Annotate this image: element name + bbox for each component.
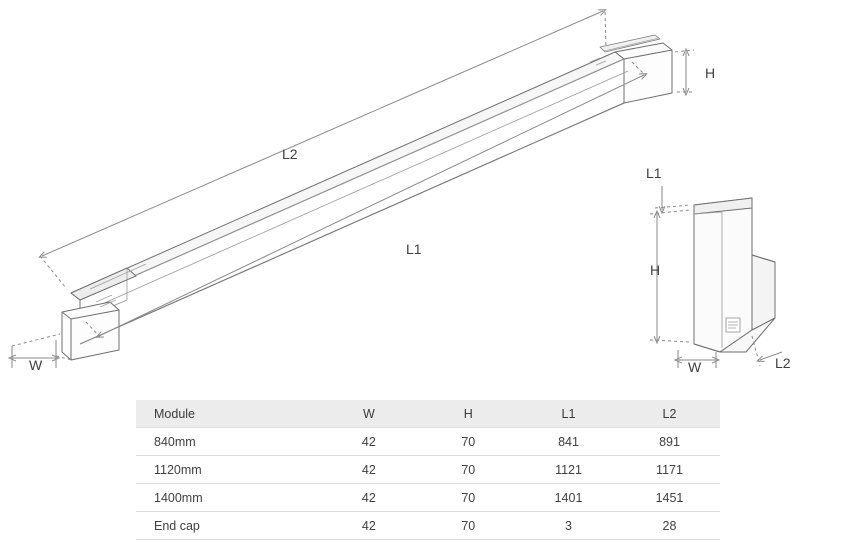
cell-module: 1400mm bbox=[136, 483, 320, 512]
cell-h: 70 bbox=[418, 483, 519, 512]
label-side-h: H bbox=[650, 262, 661, 278]
cell-h: 70 bbox=[418, 455, 519, 484]
main-dimensions bbox=[12, 11, 695, 368]
cell-l1: 1401 bbox=[518, 483, 619, 512]
end-cap-view bbox=[693, 197, 776, 353]
cell-l1: 1121 bbox=[518, 455, 619, 484]
cell-h: 70 bbox=[418, 511, 519, 540]
cell-l2: 28 bbox=[618, 511, 720, 540]
table-header-l1: L1 bbox=[518, 400, 619, 428]
table-header-h: H bbox=[418, 400, 519, 428]
table-row: 1120mm 42 70 1121 1171 bbox=[136, 455, 720, 484]
cell-w: 42 bbox=[319, 483, 419, 512]
dimension-table: Module W H L1 L2 840mm 42 70 841 891 112… bbox=[136, 400, 720, 540]
cell-l2: 891 bbox=[618, 427, 720, 456]
table-header-row: Module W H L1 L2 bbox=[136, 400, 720, 428]
cell-module: End cap bbox=[136, 511, 320, 540]
cell-w: 42 bbox=[319, 427, 419, 456]
label-side-l1: L1 bbox=[646, 165, 662, 181]
label-main-l2: L2 bbox=[282, 146, 298, 162]
table-header-w: W bbox=[319, 400, 419, 428]
cell-l1: 3 bbox=[518, 511, 619, 540]
label-main-w: W bbox=[29, 357, 43, 373]
cell-module: 840mm bbox=[136, 427, 320, 456]
table-row: End cap 42 70 3 28 bbox=[136, 511, 720, 540]
label-side-l2: L2 bbox=[775, 355, 791, 371]
table-row: 840mm 42 70 841 891 bbox=[136, 427, 720, 456]
label-side-w: W bbox=[688, 359, 702, 375]
cell-w: 42 bbox=[319, 455, 419, 484]
table-row: 1400mm 42 70 1401 1451 bbox=[136, 483, 720, 512]
table-header-module: Module bbox=[136, 400, 320, 428]
end-cap-dimensions bbox=[649, 186, 783, 368]
cell-w: 42 bbox=[319, 511, 419, 540]
cell-h: 70 bbox=[418, 427, 519, 456]
label-main-h: H bbox=[705, 65, 716, 81]
table-header-l2: L2 bbox=[618, 400, 720, 428]
main-luminaire-body bbox=[61, 34, 673, 361]
cell-l2: 1451 bbox=[618, 483, 720, 512]
label-main-l1: L1 bbox=[406, 241, 422, 257]
cell-l1: 841 bbox=[518, 427, 619, 456]
cell-l2: 1171 bbox=[618, 455, 720, 484]
cell-module: 1120mm bbox=[136, 455, 320, 484]
